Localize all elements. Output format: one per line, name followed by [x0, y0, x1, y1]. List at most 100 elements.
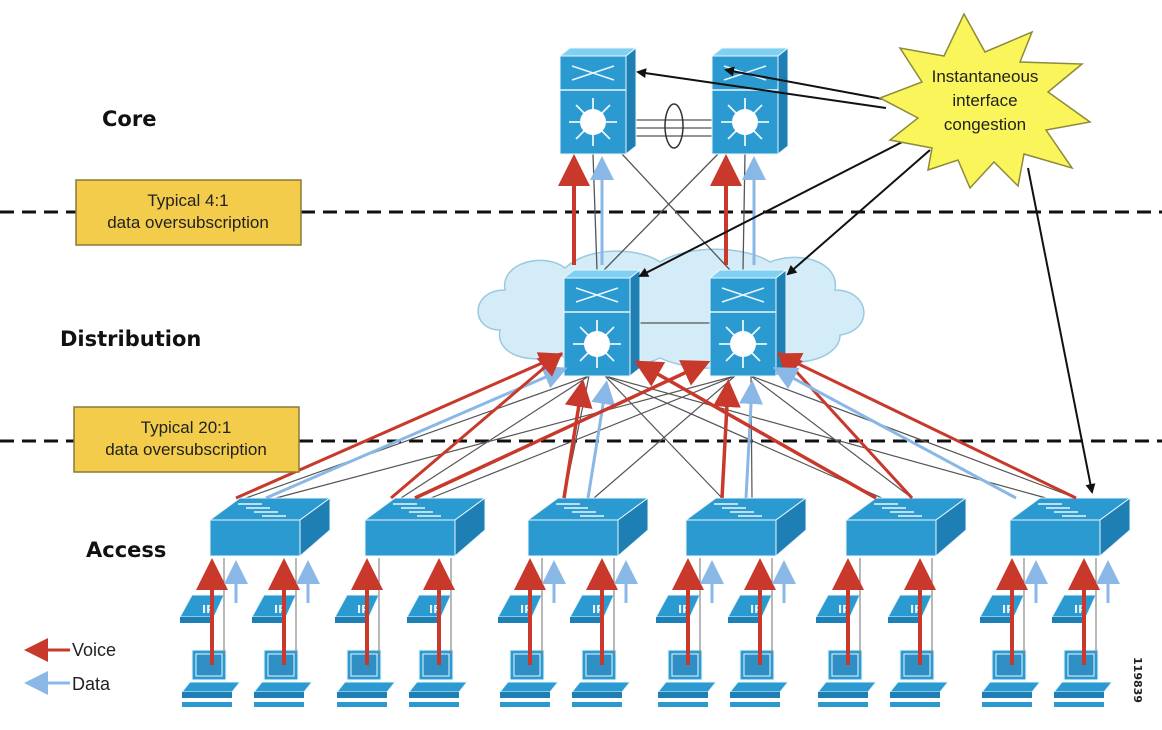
pc-base: [409, 692, 459, 698]
keyboard: [407, 681, 469, 693]
data-arrow: [739, 380, 764, 499]
phone-base: [816, 617, 850, 623]
note-line-1: Typical 20:1: [141, 418, 232, 437]
monitor-screen: [585, 653, 613, 677]
legend-voice-label: Voice: [72, 640, 116, 660]
distribution-switch-1: [562, 268, 642, 378]
keyboard: [570, 681, 632, 693]
monitor-screen: [743, 653, 771, 677]
access-distribution-link: [275, 375, 736, 499]
pc-base: [182, 692, 232, 698]
legend: Voice Data: [24, 638, 116, 695]
tier-label-core: Core: [102, 107, 156, 131]
note-line-1: Typical 4:1: [147, 191, 228, 210]
pc-shadow: [890, 702, 940, 707]
links: [245, 103, 1077, 499]
crossbar-icon: [571, 65, 615, 81]
access-distribution-link: [604, 375, 1047, 499]
pc: [888, 649, 950, 707]
ip-phone: IP: [1051, 594, 1097, 623]
note-core-distribution: Typical 4:1 data oversubscription: [75, 179, 302, 246]
access-distribution-link: [604, 375, 883, 499]
router-hub-icon: [584, 331, 610, 357]
access-switch-4: [684, 497, 808, 558]
tier-boundaries: [0, 210, 1162, 443]
note-box: [73, 406, 300, 473]
pc-shadow: [182, 702, 232, 707]
pc-shadow: [409, 702, 459, 707]
data-arrow: [586, 380, 615, 499]
ip-phone: IP: [887, 594, 933, 623]
crossbar-icon: [575, 287, 619, 303]
pc: [180, 649, 242, 707]
keyboard: [656, 681, 718, 693]
congestion-callout: Instantaneous interface congestion: [878, 12, 1092, 190]
ip-phone: IP: [815, 594, 861, 623]
pc: [335, 649, 397, 707]
callout-line-3: congestion: [944, 115, 1026, 134]
pc: [816, 649, 878, 707]
switch-front: [685, 519, 777, 557]
access-switch-3: [526, 497, 650, 558]
access-distribution-link: [430, 375, 736, 499]
core-switch-2: [710, 46, 790, 156]
ip-phone: IP: [497, 594, 543, 623]
cloud-shape: [477, 248, 865, 369]
monitor-screen: [1067, 653, 1095, 677]
pc-shadow: [500, 702, 550, 707]
switch-front: [209, 519, 301, 557]
keyboard: [335, 681, 397, 693]
callout-line-1: Instantaneous: [932, 67, 1039, 86]
monitor-screen: [422, 653, 450, 677]
congestion-arrow: [786, 149, 931, 276]
monitor-screen: [831, 653, 859, 677]
switch-top: [562, 269, 642, 279]
keyboard: [888, 681, 950, 693]
callout-line-2: interface: [952, 91, 1017, 110]
core-switch-1: [558, 46, 638, 156]
distribution-switch-2: [708, 268, 788, 378]
pc-shadow: [730, 702, 780, 707]
access-switch-2: [363, 497, 487, 558]
keyboard: [816, 681, 878, 693]
router-hub-icon: [580, 109, 606, 135]
pc: [728, 649, 790, 707]
switch-side: [777, 46, 789, 156]
phone-base: [888, 617, 922, 623]
access-switch-6: [1008, 497, 1132, 558]
ip-phone: IP: [569, 594, 615, 623]
router-hub-icon: [730, 331, 756, 357]
phone-base: [1052, 617, 1086, 623]
pc-base: [982, 692, 1032, 698]
switch-top: [710, 47, 790, 57]
pc-base: [572, 692, 622, 698]
voice-arrow: [562, 379, 593, 499]
tier-label-access: Access: [86, 538, 166, 562]
voice-arrow: [712, 379, 741, 499]
pc-base: [818, 692, 868, 698]
figure-id: 119839: [1131, 657, 1144, 703]
keyboard: [252, 681, 314, 693]
voice-arrow: [414, 360, 711, 500]
switch-side: [625, 46, 637, 156]
note-line-2: data oversubscription: [107, 213, 269, 232]
pc-base: [890, 692, 940, 698]
note-distribution-access: Typical 20:1 data oversubscription: [73, 406, 300, 473]
switch-front: [845, 519, 937, 557]
traffic-arrows: [196, 154, 1120, 665]
ip-phone: IP: [406, 594, 452, 623]
monitor-screen: [671, 653, 699, 677]
monitor-screen: [513, 653, 541, 677]
pc: [407, 649, 469, 707]
switch-front: [527, 519, 619, 557]
pc-base: [1054, 692, 1104, 698]
router-hub-icon: [732, 109, 758, 135]
pc: [498, 649, 560, 707]
access-distribution-link: [245, 375, 590, 499]
phone-base: [570, 617, 604, 623]
pc-shadow: [572, 702, 622, 707]
note-box: [75, 179, 302, 246]
phone-base: [335, 617, 369, 623]
congestion-arrow: [1027, 167, 1096, 494]
